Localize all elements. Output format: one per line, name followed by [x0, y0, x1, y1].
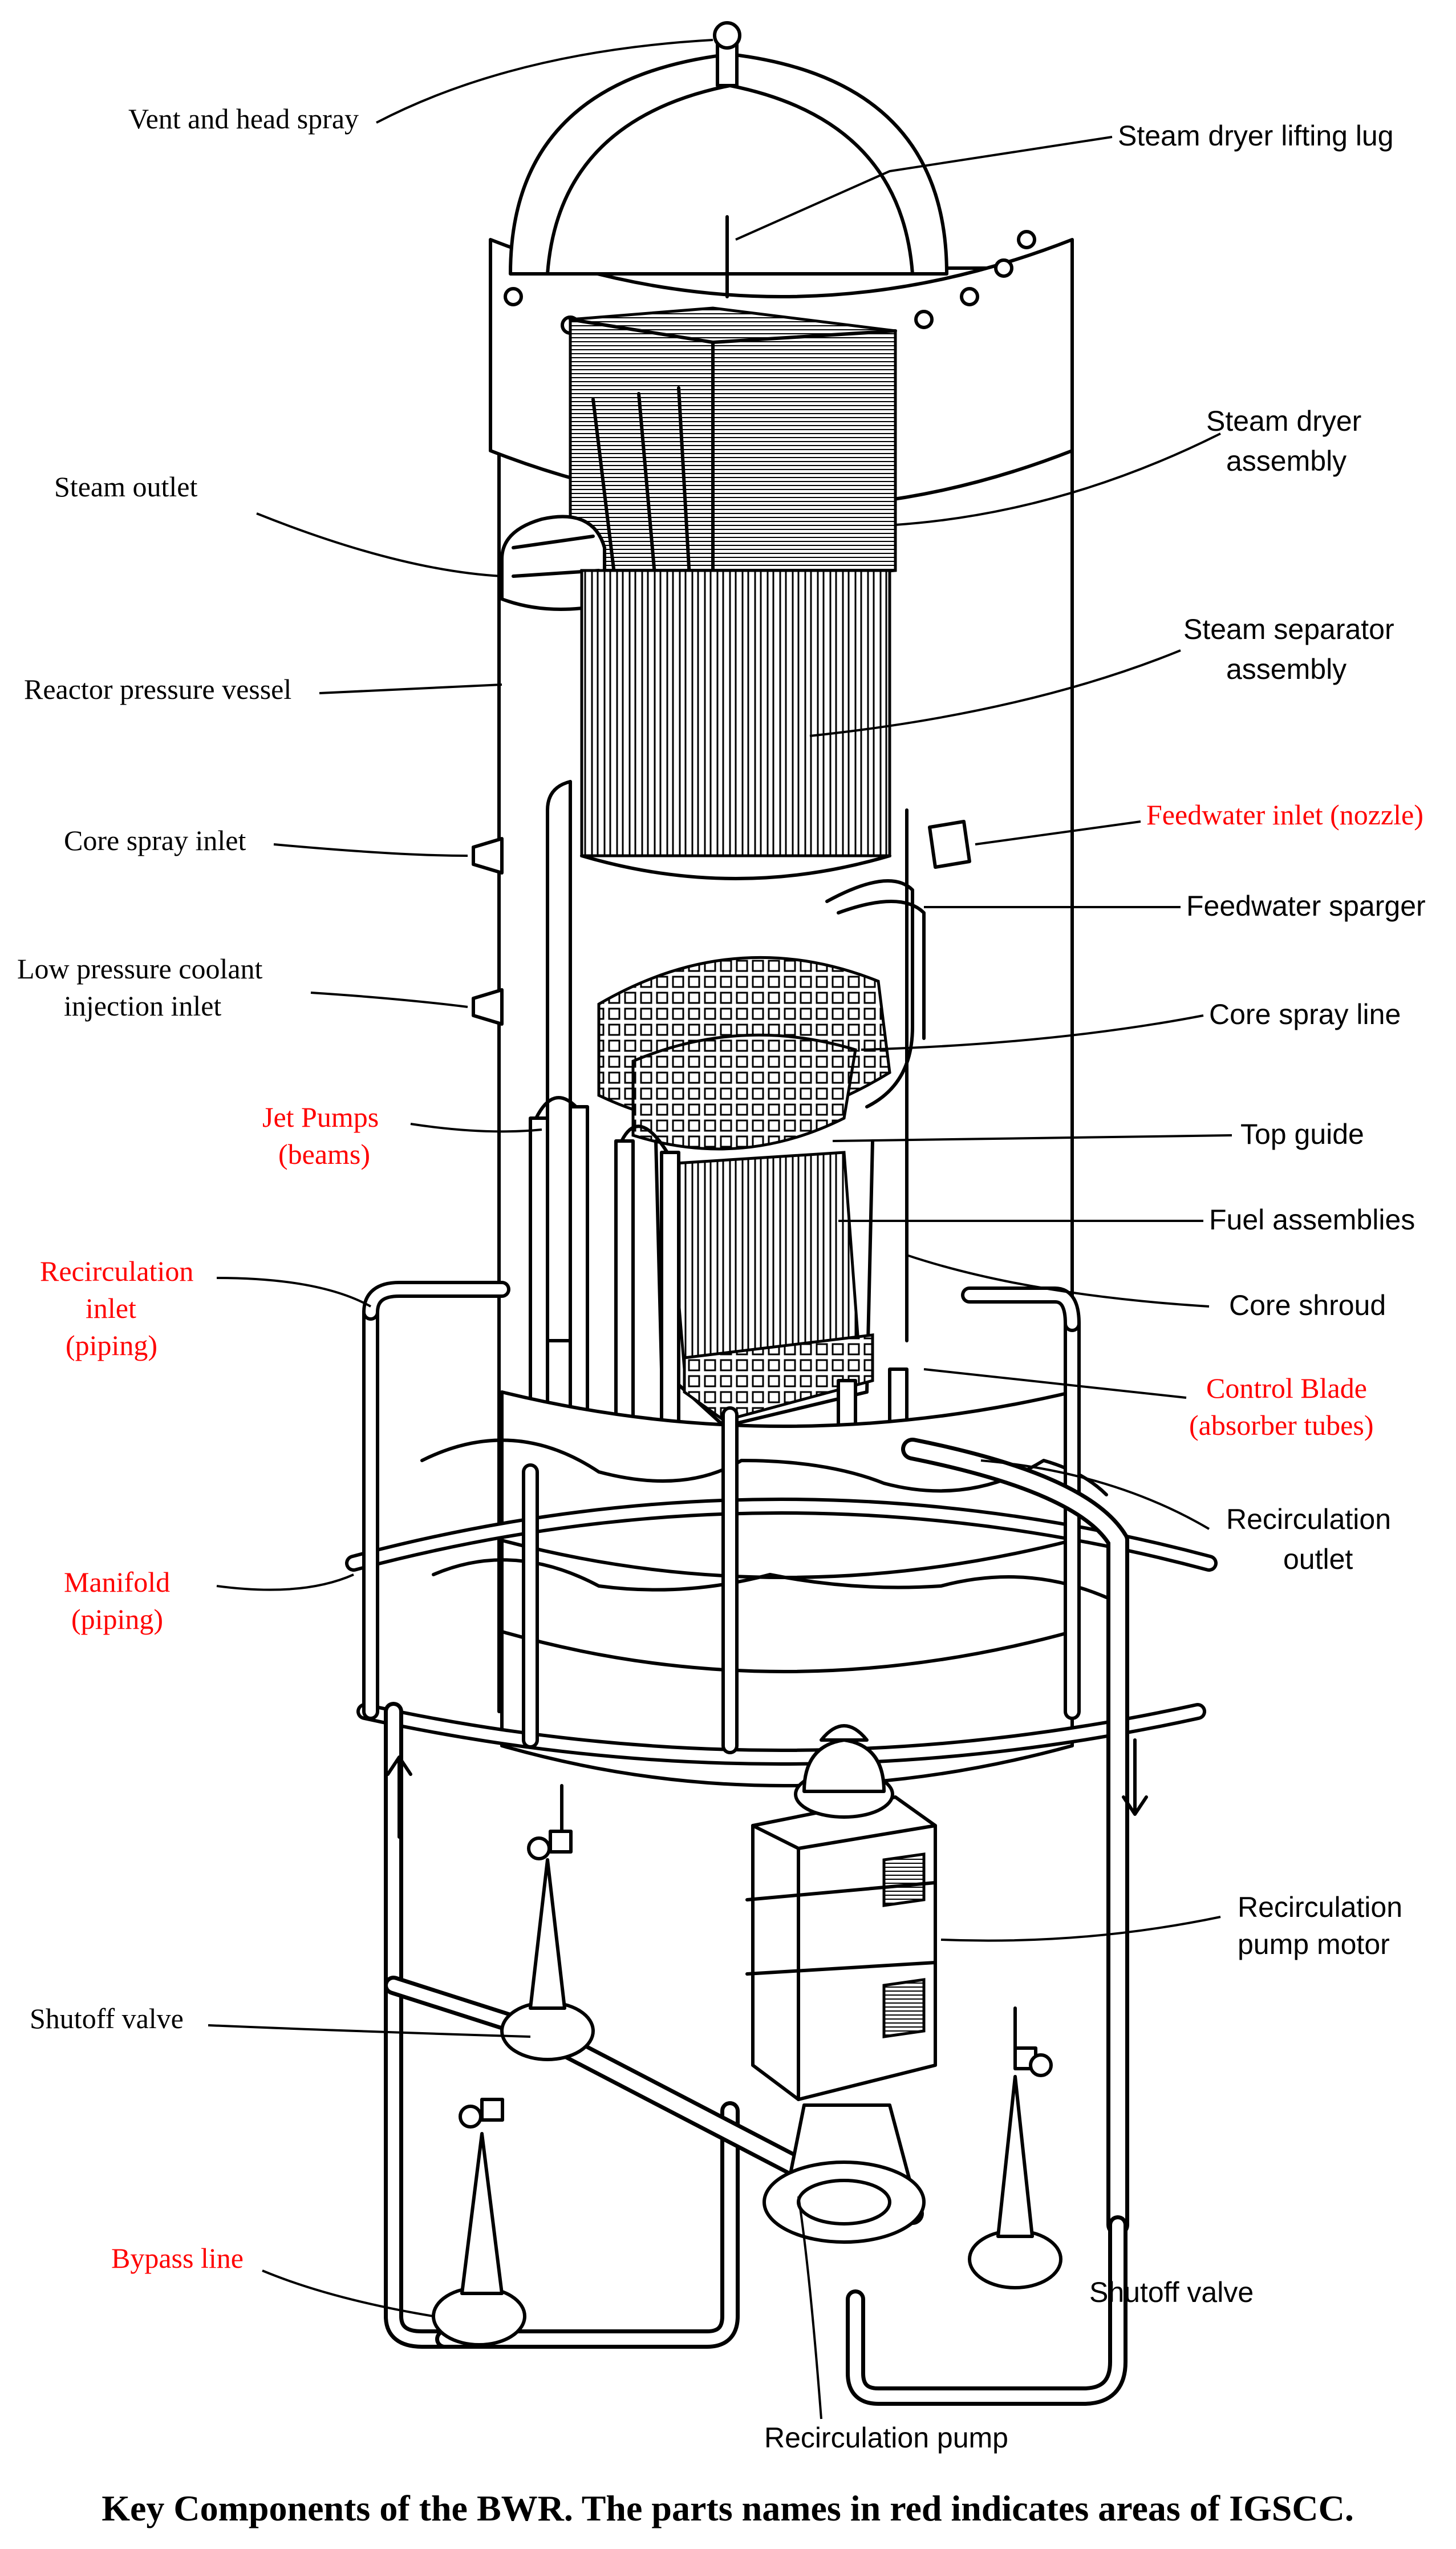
label-recirculation-inlet-2: inlet — [86, 1292, 136, 1324]
label-jet-pumps-2: (beams) — [278, 1138, 370, 1170]
label-manifold-1: Manifold — [64, 1566, 170, 1598]
control-blade-grid — [683, 1333, 874, 1422]
flow-arrow-down — [1122, 1738, 1148, 1816]
label-steam-dryer-assembly-1: Steam dryer — [1206, 405, 1361, 437]
flow-arrow-up — [386, 1755, 412, 1839]
label-control-blade-1: Control Blade — [1206, 1372, 1367, 1404]
label-bypass-line: Bypass line — [111, 2242, 244, 2274]
label-steam-dryer-assembly-2: assembly — [1226, 445, 1347, 477]
label-control-blade-2: (absorber tubes) — [1189, 1409, 1374, 1441]
bypass-valve-drawing — [432, 2098, 526, 2346]
label-steam-dryer-lifting-lug: Steam dryer lifting lug — [1118, 120, 1394, 152]
label-recirculation-outlet-1: Recirculation — [1226, 1503, 1391, 1535]
label-lpci-inlet-2: injection inlet — [64, 990, 221, 1022]
label-steam-separator-assembly-1: Steam separator — [1183, 613, 1394, 645]
label-core-shroud: Core shroud — [1229, 1289, 1386, 1321]
label-manifold-2: (piping) — [71, 1603, 163, 1635]
label-core-spray-line: Core spray line — [1209, 998, 1401, 1030]
recirculation-pump-motor-drawing — [745, 1724, 937, 2101]
labels: Vent and head spray Steam dryer lifting … — [17, 103, 1426, 2454]
label-feedwater-inlet: Feedwater inlet (nozzle) — [1146, 799, 1423, 831]
side-nozzles-left — [472, 837, 504, 1026]
label-top-guide: Top guide — [1240, 1118, 1364, 1150]
feedwater-nozzle — [928, 820, 971, 869]
label-recirculation-outlet-2: outlet — [1283, 1543, 1353, 1575]
recirculation-loop-left — [384, 1702, 455, 2349]
label-jet-pumps-1: Jet Pumps — [262, 1101, 379, 1133]
label-fuel-assemblies: Fuel assemblies — [1209, 1204, 1415, 1236]
label-recirculation-pump-motor-2: pump motor — [1238, 1928, 1390, 1960]
label-reactor-pressure-vessel: Reactor pressure vessel — [24, 673, 291, 705]
label-core-spray-inlet: Core spray inlet — [64, 824, 246, 856]
vent-nozzle — [713, 21, 741, 87]
recirculation-risers — [362, 1281, 1081, 1754]
label-lpci-inlet-1: Low pressure coolant — [17, 953, 263, 985]
label-steam-outlet: Steam outlet — [54, 471, 197, 503]
shutoff-valve-right-drawing — [968, 2006, 1062, 2289]
shutoff-valve-left-drawing — [500, 1784, 595, 2061]
label-steam-separator-assembly-2: assembly — [1226, 653, 1347, 685]
label-vent-head-spray: Vent and head spray — [128, 103, 359, 135]
figure-caption: Key Components of the BWR. The parts nam… — [102, 2488, 1354, 2528]
label-feedwater-sparger: Feedwater sparger — [1186, 890, 1426, 922]
feedwater-sparger-piping — [825, 879, 914, 1108]
reactor-drawing — [345, 21, 1218, 2406]
steam-separator — [580, 569, 891, 857]
label-recirculation-pump: Recirculation pump — [764, 2422, 1008, 2454]
label-recirculation-inlet-3: (piping) — [66, 1329, 157, 1361]
label-shutoff-valve-left: Shutoff valve — [30, 2002, 184, 2034]
label-recirculation-inlet-1: Recirculation — [40, 1255, 193, 1287]
leader-lines — [208, 39, 1232, 2419]
label-recirculation-pump-motor-1: Recirculation — [1238, 1891, 1402, 1923]
recirculation-pump-drawing — [763, 2103, 926, 2244]
steam-outlet-nozzle — [500, 515, 606, 611]
lower-head — [500, 1390, 1074, 1787]
core-region — [546, 780, 572, 1342]
insulation-edge — [420, 1438, 1108, 1496]
label-shutoff-valve-right: Shutoff valve — [1089, 2276, 1254, 2308]
steam-dryer — [569, 306, 897, 584]
